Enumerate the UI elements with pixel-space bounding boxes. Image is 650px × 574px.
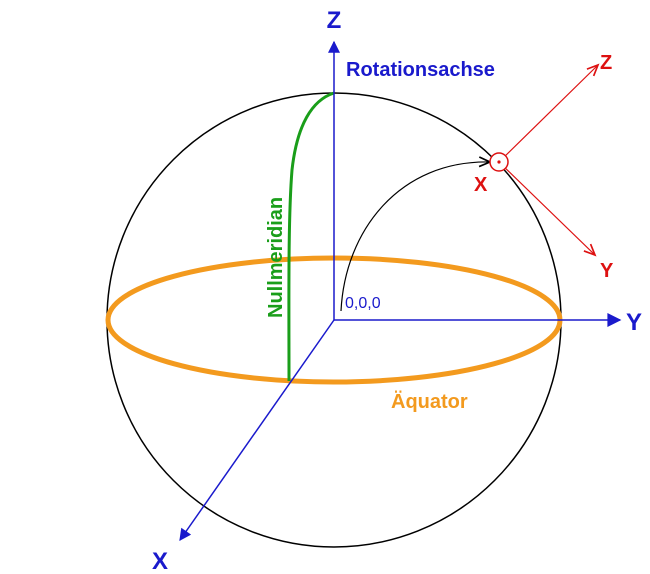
local-y-label: Y — [600, 260, 614, 282]
prime-meridian-label: Nullmeridian — [265, 197, 287, 318]
origin-label: 0,0,0 — [345, 295, 381, 312]
rotation-axis-label: Rotationsachse — [346, 59, 495, 81]
local-z-label: Z — [600, 52, 612, 74]
local-y-axis-line — [498, 161, 597, 257]
position-arc-arrow — [340, 156, 493, 312]
axis-y-label: Y — [626, 309, 642, 336]
local-z-axis-line — [498, 63, 600, 163]
prime-meridian-curve — [287, 91, 335, 382]
axis-z-label: Z — [327, 7, 342, 34]
local-x-label: X — [474, 174, 488, 196]
axis-x-label: X — [152, 548, 168, 574]
equator-label: Äquator — [391, 390, 468, 413]
x-axis-line — [179, 319, 335, 541]
local-x-axis-dot — [497, 160, 501, 164]
